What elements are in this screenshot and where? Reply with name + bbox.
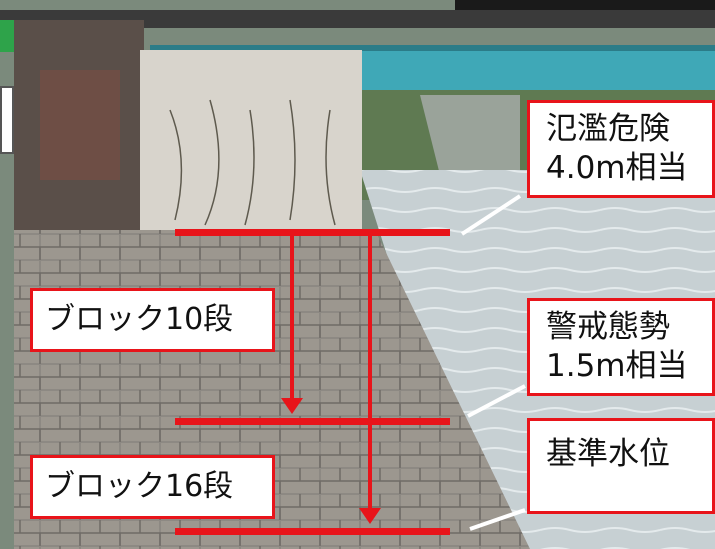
base-level-line: [175, 528, 450, 535]
connector-base: [469, 508, 526, 531]
flood-danger-title: 氾濫危険: [546, 111, 670, 148]
label-flood-danger: 氾濫危険 4.0m相当: [527, 100, 715, 198]
alert-height: 1.5m相当: [546, 348, 688, 384]
white-tab: [0, 86, 14, 154]
top-bar: [455, 0, 715, 10]
bridge-railing: [0, 10, 715, 28]
arrow-10-blocks: [281, 236, 303, 414]
concrete-structure: [140, 50, 362, 230]
label-block-16-text: ブロック16段: [45, 469, 234, 505]
alert-title: 警戒態勢: [546, 309, 670, 346]
alert-line: [175, 418, 450, 425]
arrow-16-blocks: [359, 236, 381, 524]
connector-alert: [467, 384, 526, 418]
retaining-wall: [420, 95, 520, 175]
flood-danger-height: 4.0m相当: [546, 150, 688, 186]
flood-danger-line: [175, 229, 450, 236]
label-base-level: 基準水位: [527, 418, 715, 514]
base-level-title: 基準水位: [546, 436, 670, 472]
green-tab: [0, 20, 14, 52]
label-block-16: ブロック16段: [30, 455, 275, 519]
connector-flood: [460, 194, 522, 236]
label-block-10-text: ブロック10段: [45, 302, 234, 338]
label-block-10: ブロック10段: [30, 288, 275, 352]
label-alert: 警戒態勢 1.5m相当: [527, 298, 715, 396]
